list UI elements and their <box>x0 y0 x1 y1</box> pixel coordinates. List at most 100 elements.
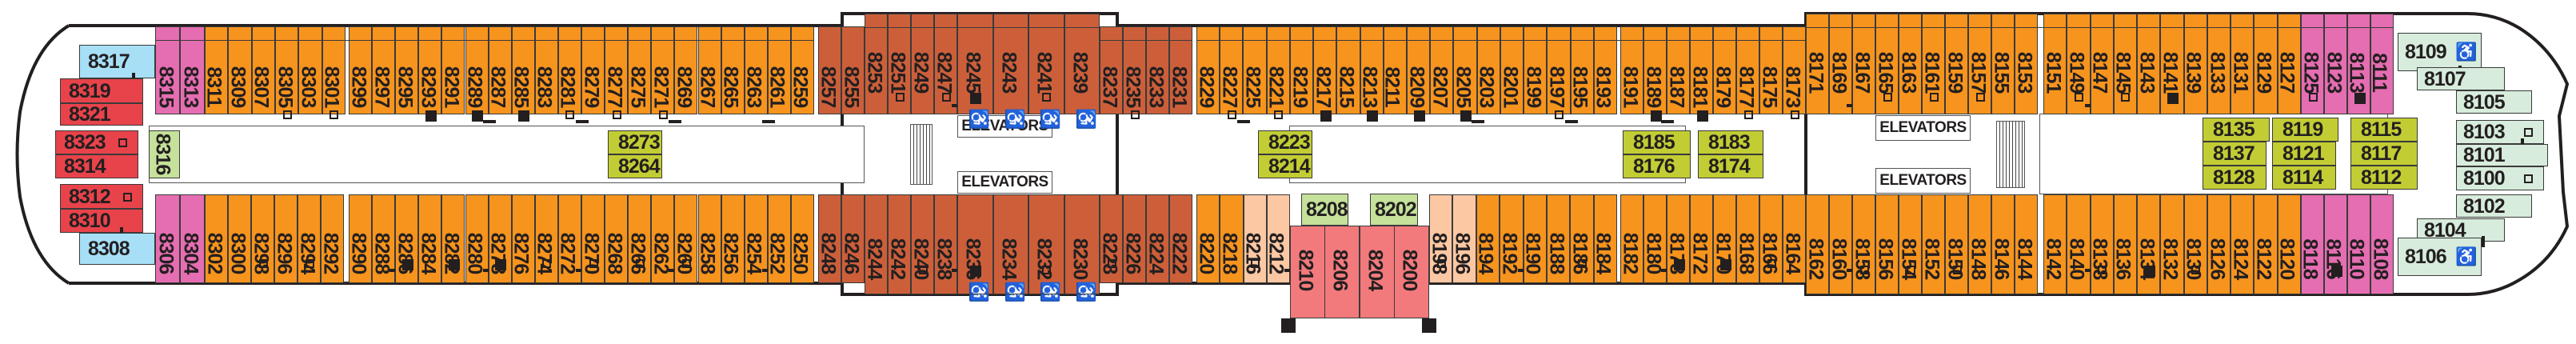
cabin-8150[interactable]: 8150 <box>1943 194 1968 294</box>
cabin-8311[interactable]: 8311 <box>202 26 229 114</box>
cabin-8242[interactable]: 8242 <box>886 194 911 294</box>
cabin-8121[interactable]: 8121 <box>2272 142 2336 166</box>
cabin-8189[interactable]: 8189 <box>1642 26 1674 123</box>
cabin-8307[interactable]: 8307 <box>250 26 275 114</box>
cabin-8188[interactable]: 8188 <box>1545 194 1571 283</box>
cabin-8217[interactable]: 8217 <box>1312 26 1337 122</box>
cabin-8103[interactable]: 8103 <box>2456 120 2544 150</box>
cabin-8128[interactable]: 8128 <box>2203 166 2266 190</box>
cabin-8141[interactable]: 8141 <box>2159 14 2184 114</box>
cabin-8110[interactable]: 8110 <box>2345 194 2370 294</box>
cabin-8194[interactable]: 8194 <box>1475 194 1500 283</box>
cabin-8203[interactable]: 8203 <box>1476 26 1500 114</box>
cabin-8102[interactable]: 8102 <box>2456 194 2532 218</box>
cabin-8284[interactable]: 8284 <box>417 194 442 283</box>
cabin-8180[interactable]: 8180 <box>1642 194 1674 283</box>
cabin-8198[interactable]: 8198 <box>1428 194 1453 283</box>
cabin-8260[interactable]: 8260 <box>673 194 698 283</box>
cabin-8248[interactable]: 8248 <box>817 194 841 283</box>
cabin-8297[interactable]: 8297 <box>370 26 396 114</box>
cabin-8259[interactable]: 8259 <box>789 26 814 114</box>
cabin-8178[interactable]: 8178 <box>1665 194 1690 283</box>
cabin-8184[interactable]: 8184 <box>1592 194 1617 283</box>
cabin-8315[interactable]: 8315 <box>154 26 180 114</box>
cabin-8213[interactable]: 8213 <box>1358 26 1384 122</box>
cabin-8107[interactable]: 8107 <box>2417 67 2505 90</box>
cabin-8243[interactable]: 8243♿ <box>992 14 1028 130</box>
cabin-8247[interactable]: 8247 <box>933 14 965 114</box>
cabin-8298[interactable]: 8298 <box>250 194 274 283</box>
cabin-8164[interactable]: 8164 <box>1781 194 1806 283</box>
cabin-8227[interactable]: 8227 <box>1218 26 1251 123</box>
cabin-8277[interactable]: 8277 <box>603 26 629 119</box>
cabin-8147[interactable]: 8147 <box>2088 14 2114 114</box>
cabin-8317[interactable]: 8317 <box>79 45 155 84</box>
cabin-8246[interactable]: 8246 <box>840 194 865 283</box>
cabin-8169[interactable]: 8169 <box>1827 14 1859 114</box>
cabin-8269[interactable]: 8269 <box>673 26 698 114</box>
cabin-8158[interactable]: 8158 <box>1851 194 1875 294</box>
cabin-8215[interactable]: 8215 <box>1335 26 1360 114</box>
cabin-8263[interactable]: 8263 <box>743 26 775 123</box>
cabin-8160[interactable]: 8160 <box>1827 194 1859 294</box>
cabin-8323[interactable]: 8323 <box>55 130 138 154</box>
cabin-8170[interactable]: 8170 <box>1711 194 1736 283</box>
cabin-8285[interactable]: 8285 <box>510 26 535 122</box>
cabin-8275[interactable]: 8275 <box>626 26 652 114</box>
cabin-8172[interactable]: 8172 <box>1688 194 1713 283</box>
cabin-8186[interactable]: 8186 <box>1568 194 1594 283</box>
cabin-8113[interactable]: 8113 <box>2345 14 2370 114</box>
cabin-8241[interactable]: 8241♿ <box>1028 14 1064 130</box>
cabin-8205[interactable]: 8205 <box>1452 26 1484 123</box>
cabin-8201[interactable]: 8201 <box>1499 26 1524 114</box>
cabin-8223[interactable]: 8223 <box>1258 130 1312 154</box>
cabin-8191[interactable]: 8191 <box>1619 26 1643 114</box>
cabin-8258[interactable]: 8258 <box>696 194 721 283</box>
cabin-8124[interactable]: 8124 <box>2229 194 2254 294</box>
cabin-8245[interactable]: 8245♿ <box>957 14 993 130</box>
cabin-8108[interactable]: 8108 <box>2369 194 2394 294</box>
cabin-8145[interactable]: 8145 <box>2112 14 2138 114</box>
cabin-8287[interactable]: 8287 <box>486 26 512 114</box>
cabin-8253[interactable]: 8253 <box>863 14 888 114</box>
cabin-8136[interactable]: 8136 <box>2112 194 2138 294</box>
cabin-8155[interactable]: 8155 <box>1990 14 2015 114</box>
cabin-8159[interactable]: 8159 <box>1943 14 1968 114</box>
cabin-8212[interactable]: 8212 <box>1265 194 1297 283</box>
cabin-8146[interactable]: 8146 <box>1990 194 2015 294</box>
cabin-8310[interactable]: 8310 <box>60 209 143 238</box>
cabin-8161[interactable]: 8161 <box>1920 14 1945 114</box>
cabin-8255[interactable]: 8255 <box>840 26 865 114</box>
cabin-8127[interactable]: 8127 <box>2276 14 2301 114</box>
cabin-8111[interactable]: 8111 <box>2367 14 2394 114</box>
cabin-8154[interactable]: 8154 <box>1897 194 1922 294</box>
cabin-8131[interactable]: 8131 <box>2229 14 2254 114</box>
cabin-8134[interactable]: 8134 <box>2135 194 2161 294</box>
cabin-8308[interactable]: 8308 <box>79 233 155 265</box>
cabin-8313[interactable]: 8313 <box>179 26 205 114</box>
cabin-8116[interactable]: 8116 <box>2322 194 2347 294</box>
cabin-8306[interactable]: 8306 <box>154 194 180 283</box>
cabin-8314[interactable]: 8314 <box>55 154 138 178</box>
cabin-8209[interactable]: 8209 <box>1405 26 1431 122</box>
cabin-8270[interactable]: 8270 <box>580 194 605 283</box>
cabin-8231[interactable]: 8231 <box>1168 26 1192 114</box>
cabin-8296[interactable]: 8296 <box>273 194 298 283</box>
cabin-8239[interactable]: 8239♿ <box>1064 14 1100 130</box>
cabin-8222[interactable]: 8222 <box>1168 194 1192 283</box>
cabin-8304[interactable]: 8304 <box>179 194 205 283</box>
cabin-8177[interactable]: 8177 <box>1735 26 1759 119</box>
cabin-8210[interactable]: 8210 <box>1290 226 1325 318</box>
cabin-8106[interactable]: 8106♿ <box>2398 238 2482 276</box>
cabin-8265[interactable]: 8265 <box>719 26 745 114</box>
cabin-8289[interactable]: 8289 <box>463 26 496 123</box>
cabin-8135[interactable]: 8135 <box>2203 118 2270 142</box>
cabin-8218[interactable]: 8218 <box>1218 194 1244 283</box>
cabin-8114[interactable]: 8114 <box>2272 166 2336 190</box>
cabin-8115[interactable]: 8115 <box>2350 118 2418 142</box>
cabin-8105[interactable]: 8105 <box>2456 90 2532 114</box>
cabin-8309[interactable]: 8309 <box>226 26 252 114</box>
cabin-8148[interactable]: 8148 <box>1967 194 1991 294</box>
cabin-8163[interactable]: 8163 <box>1897 14 1922 114</box>
cabin-8214[interactable]: 8214 <box>1258 154 1312 178</box>
